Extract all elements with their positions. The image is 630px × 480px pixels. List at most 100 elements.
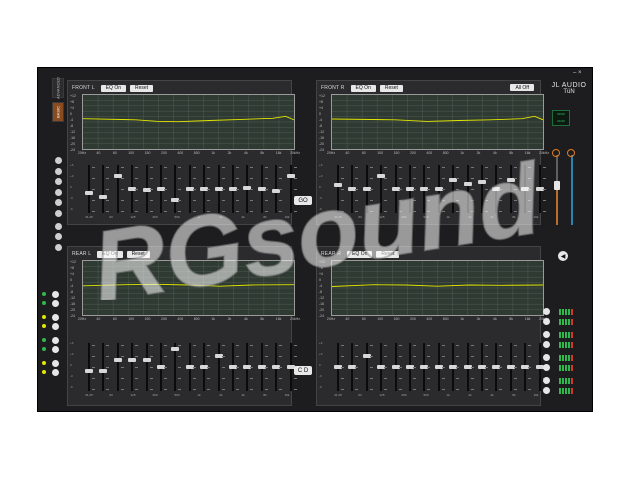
fader-knob[interactable] xyxy=(506,178,515,183)
fader-knob[interactable] xyxy=(463,365,472,369)
settings-icon[interactable] xyxy=(55,199,62,206)
all-off-button[interactable]: All Off xyxy=(510,84,534,91)
eq-on-button[interactable]: EQ On xyxy=(100,84,126,92)
settings-icon[interactable] xyxy=(55,209,62,217)
reset-button[interactable]: Reset xyxy=(126,250,150,258)
eq-band-fader[interactable] xyxy=(348,343,359,391)
reset-button[interactable]: Reset xyxy=(376,250,400,258)
settings-icon[interactable] xyxy=(55,233,62,240)
eq-band-fader[interactable] xyxy=(257,165,268,213)
eq-band-fader[interactable] xyxy=(449,343,460,391)
output-select-button[interactable] xyxy=(543,377,550,384)
window-controls[interactable]: – × xyxy=(573,70,582,76)
fader-knob[interactable] xyxy=(185,365,194,369)
eq-band-fader[interactable] xyxy=(535,343,546,391)
eq-band-fader[interactable] xyxy=(185,165,196,213)
fader-knob[interactable] xyxy=(334,182,342,187)
eq-on-button[interactable]: EQ On xyxy=(347,250,373,258)
fader-knob[interactable] xyxy=(113,358,122,363)
fader-knob[interactable] xyxy=(200,365,209,369)
fader-knob[interactable] xyxy=(406,365,414,369)
fader-knob[interactable] xyxy=(113,173,122,178)
fader-knob[interactable] xyxy=(535,365,544,369)
fader-knob[interactable] xyxy=(449,365,458,369)
eq-band-fader[interactable] xyxy=(85,165,95,213)
fader-knob[interactable] xyxy=(286,365,295,369)
eq-band-fader[interactable] xyxy=(521,343,532,391)
eq-band-fader[interactable] xyxy=(200,165,211,213)
fader-knob[interactable] xyxy=(257,187,266,191)
eq-band-fader[interactable] xyxy=(200,343,211,391)
channel-select-button[interactable] xyxy=(52,359,59,367)
fader-knob[interactable] xyxy=(157,187,165,191)
eq-band-fader[interactable] xyxy=(535,165,546,213)
eq-band-fader[interactable] xyxy=(272,343,283,391)
speaker-icon[interactable]: ◀ xyxy=(558,251,568,261)
fader-knob[interactable] xyxy=(391,187,400,191)
fader-knob[interactable] xyxy=(420,187,429,191)
output-select-button[interactable] xyxy=(543,364,550,371)
eq-band-fader[interactable] xyxy=(420,165,431,213)
fader-knob[interactable] xyxy=(362,187,371,191)
output-select-button[interactable] xyxy=(543,341,550,348)
eq-band-fader[interactable] xyxy=(128,165,139,213)
link-front-button[interactable]: GO xyxy=(294,196,312,205)
eq-band-fader[interactable] xyxy=(214,343,225,391)
eq-band-fader[interactable] xyxy=(463,165,474,213)
eq-band-fader[interactable] xyxy=(492,343,503,391)
eq-on-button[interactable]: EQ On xyxy=(97,250,123,258)
channel-select-button[interactable] xyxy=(52,368,59,376)
fader-knob[interactable] xyxy=(377,173,386,178)
fader-knob[interactable] xyxy=(272,365,281,369)
output-select-button[interactable] xyxy=(543,387,550,394)
fader-knob[interactable] xyxy=(142,187,151,192)
eq-band-fader[interactable] xyxy=(113,343,124,391)
fader-knob[interactable] xyxy=(171,197,180,202)
fader-knob[interactable] xyxy=(272,188,281,193)
fader-knob[interactable] xyxy=(85,369,93,374)
eq-band-fader[interactable] xyxy=(286,343,297,391)
eq-band-fader[interactable] xyxy=(171,343,182,391)
output-select-button[interactable] xyxy=(543,308,550,315)
eq-band-fader[interactable] xyxy=(377,343,388,391)
fader-knob[interactable] xyxy=(171,347,180,352)
eq-band-fader[interactable] xyxy=(229,343,239,391)
fader-knob[interactable] xyxy=(535,187,544,191)
eq-band-fader[interactable] xyxy=(142,165,153,213)
eq-band-fader[interactable] xyxy=(99,343,110,391)
fader-knob[interactable] xyxy=(478,365,486,369)
fader-knob[interactable] xyxy=(434,365,443,369)
channel-select-button[interactable] xyxy=(52,290,59,298)
fader-knob[interactable] xyxy=(229,187,237,191)
eq-band-fader[interactable] xyxy=(85,343,95,391)
fader-knob[interactable] xyxy=(185,187,194,191)
eq-band-fader[interactable] xyxy=(420,343,431,391)
eq-band-fader[interactable] xyxy=(506,343,517,391)
fader-knob[interactable] xyxy=(521,365,530,369)
eq-band-fader[interactable] xyxy=(272,165,283,213)
eq-band-fader[interactable] xyxy=(214,165,225,213)
link-rear-button[interactable]: C D xyxy=(294,366,312,375)
fader-knob[interactable] xyxy=(157,365,165,369)
eq-band-fader[interactable] xyxy=(229,165,239,213)
channel-select-button[interactable] xyxy=(52,313,59,321)
channel-select-button[interactable] xyxy=(52,336,59,344)
eq-band-fader[interactable] xyxy=(257,343,268,391)
eq-band-fader[interactable] xyxy=(406,165,416,213)
eq-band-fader[interactable] xyxy=(286,165,297,213)
output-select-button[interactable] xyxy=(543,331,550,338)
eq-band-fader[interactable] xyxy=(463,343,474,391)
eq-band-fader[interactable] xyxy=(348,165,359,213)
eq-band-fader[interactable] xyxy=(157,343,167,391)
fader-knob[interactable] xyxy=(348,187,357,191)
eq-band-fader[interactable] xyxy=(434,343,445,391)
eq-band-fader[interactable] xyxy=(449,165,460,213)
eq-band-fader[interactable] xyxy=(391,165,402,213)
fader-knob[interactable] xyxy=(506,365,515,369)
eq-band-fader[interactable] xyxy=(406,343,416,391)
eq-band-fader[interactable] xyxy=(185,343,196,391)
eq-band-fader[interactable] xyxy=(478,343,488,391)
eq-band-fader[interactable] xyxy=(243,165,254,213)
fader-knob[interactable] xyxy=(142,358,151,363)
eq-response-graph[interactable] xyxy=(331,260,544,316)
